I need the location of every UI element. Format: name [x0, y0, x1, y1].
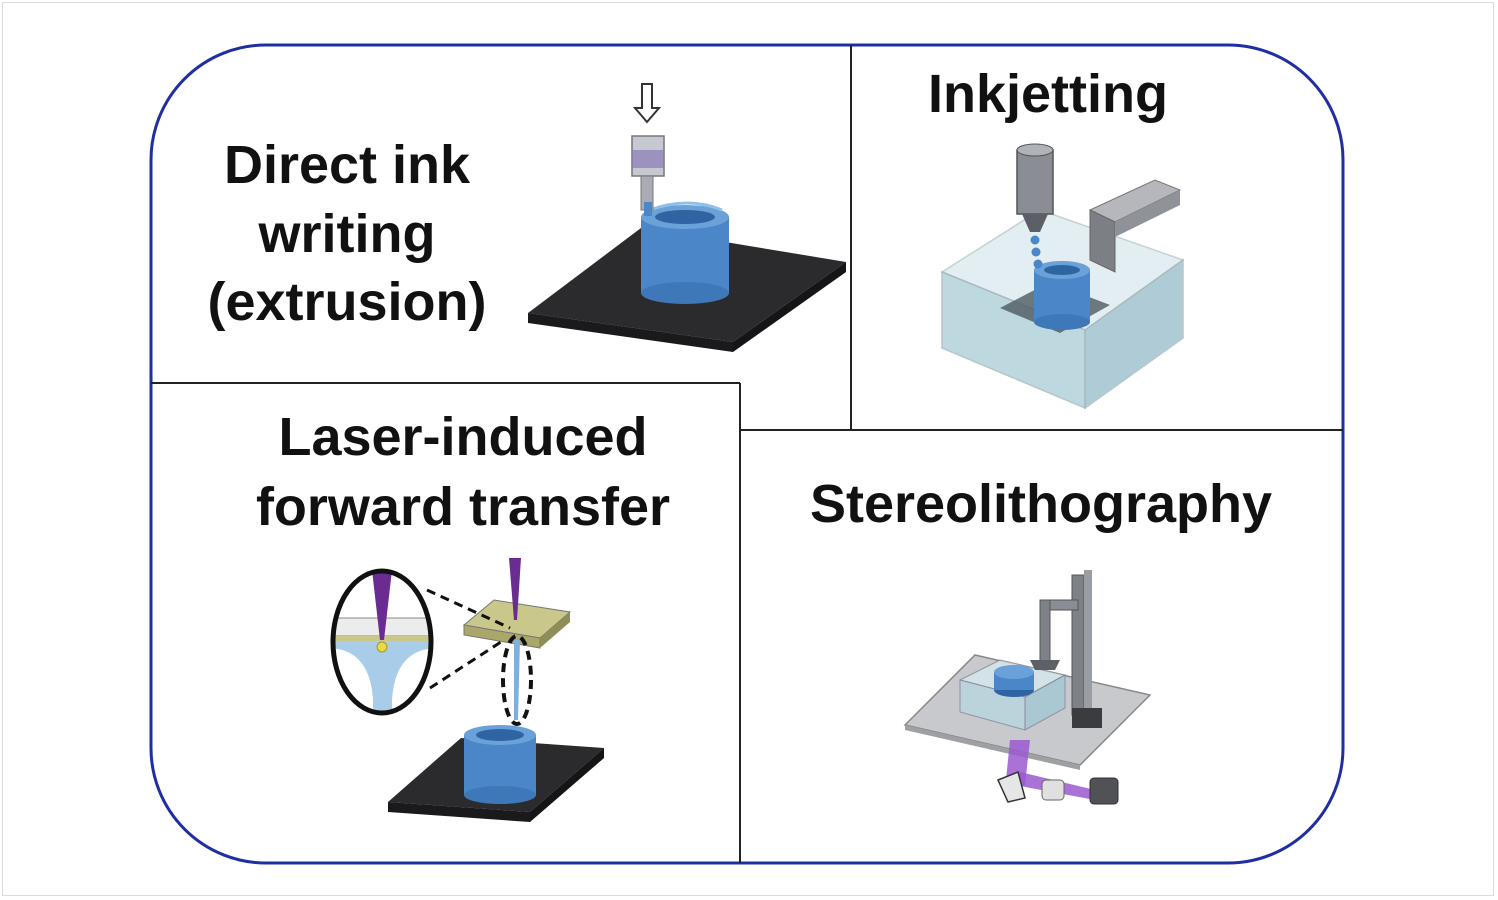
panel-stereolithography: Stereolithography — [810, 474, 1272, 805]
inkjet-printhead-icon — [1016, 143, 1054, 232]
zoom-line-top — [426, 588, 511, 630]
ink-droplets — [1030, 235, 1043, 269]
sla-base-plate-edge — [905, 725, 1080, 770]
direct-ink-label-line2: writing — [258, 204, 436, 264]
zoom-line-bottom — [429, 638, 505, 690]
extrusion-nozzle-icon — [631, 135, 665, 216]
panel-inkjetting: Inkjetting — [928, 64, 1185, 410]
outer-border — [149, 43, 1345, 865]
inkjet-arm — [1088, 179, 1182, 273]
sla-gantry — [1030, 570, 1102, 728]
direct-ink-label-line1: Direct ink — [224, 135, 471, 195]
ejected-jet — [514, 640, 520, 720]
panel-direct-ink-writing: Direct ink writing (extrusion) — [207, 83, 846, 352]
printed-cylinder — [641, 201, 729, 304]
inkjetting-label: Inkjetting — [928, 64, 1168, 124]
laser-beam-icon — [509, 558, 521, 620]
lift-label-line1: Laser-induced — [278, 407, 647, 467]
direct-ink-label-line3: (extrusion) — [207, 272, 486, 332]
panel-lift: Laser-induced forward transfer — [256, 407, 670, 822]
lift-printed-cylinder — [464, 725, 536, 804]
inkjet-printed-ring — [1034, 261, 1090, 330]
magnifier-ellipse-icon — [330, 568, 434, 716]
uv-light-source-icon — [996, 740, 1119, 805]
zoom-target-ellipse — [501, 634, 533, 726]
lift-label-line2: forward transfer — [256, 477, 670, 537]
down-arrow-icon — [632, 83, 662, 124]
stereolithography-label: Stereolithography — [810, 474, 1272, 534]
